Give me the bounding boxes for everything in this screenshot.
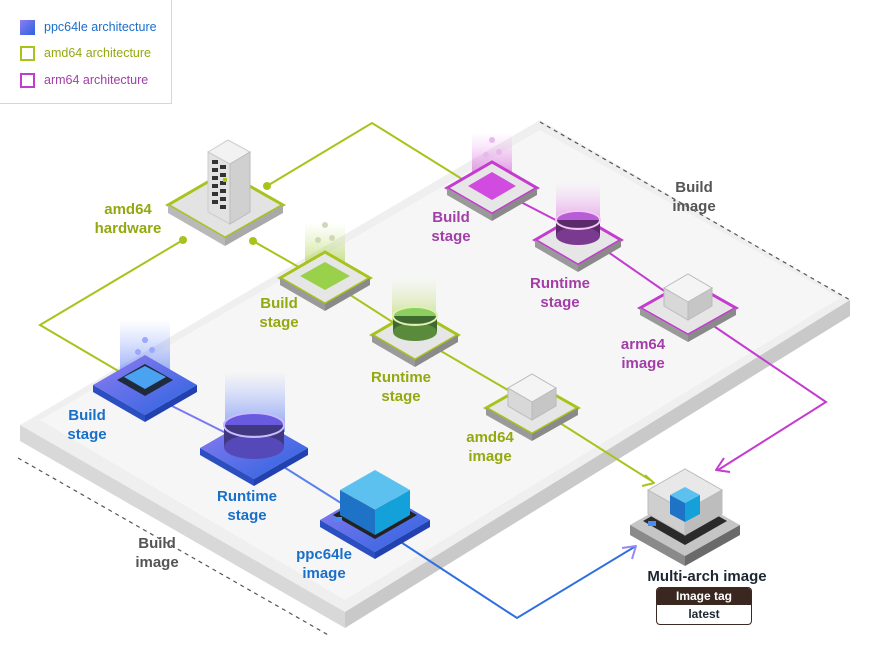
ppc64le-runtime-stage-node <box>200 372 308 486</box>
legend-item-amd64: amd64 architecture <box>20 43 151 63</box>
multi-arch-image-title: Multi-arch image <box>647 568 767 585</box>
amd64-build-stage-node <box>277 222 373 311</box>
ppc64le-image-node <box>320 470 430 559</box>
legend-swatch-ppc64le <box>20 19 35 35</box>
legend-label-ppc64le: ppc64le architecture <box>44 20 157 34</box>
amd64-runtime-stage-node <box>369 278 461 367</box>
arm64-build-stage-node <box>444 132 540 221</box>
multi-arch-image-node <box>630 468 740 566</box>
amd64-image-node <box>482 373 582 441</box>
image-tag-box: Image tag latest <box>656 587 752 625</box>
amd64-hardware-node <box>165 139 287 246</box>
legend: ppc64le architecture amd64 architecture … <box>0 0 172 104</box>
legend-label-amd64: amd64 architecture <box>44 46 152 60</box>
server-rack-icon <box>206 139 252 225</box>
arm64-runtime-stage-node <box>532 182 624 272</box>
legend-label-arm64: arm64 architecture <box>44 73 149 87</box>
legend-swatch-amd64 <box>20 45 35 61</box>
ppc64le-build-stage-node <box>93 320 197 422</box>
image-tag-value: latest <box>688 607 720 621</box>
build-image-top-bracket <box>539 121 851 301</box>
arm64-image-node <box>636 273 740 342</box>
build-image-bottom-bracket <box>17 457 331 637</box>
image-tag-header: Image tag <box>657 588 751 605</box>
legend-item-arm64: arm64 architecture <box>20 70 148 90</box>
legend-swatch-arm64 <box>20 72 35 88</box>
legend-item-ppc64le: ppc64le architecture <box>20 17 157 37</box>
platform-slab <box>20 120 850 628</box>
